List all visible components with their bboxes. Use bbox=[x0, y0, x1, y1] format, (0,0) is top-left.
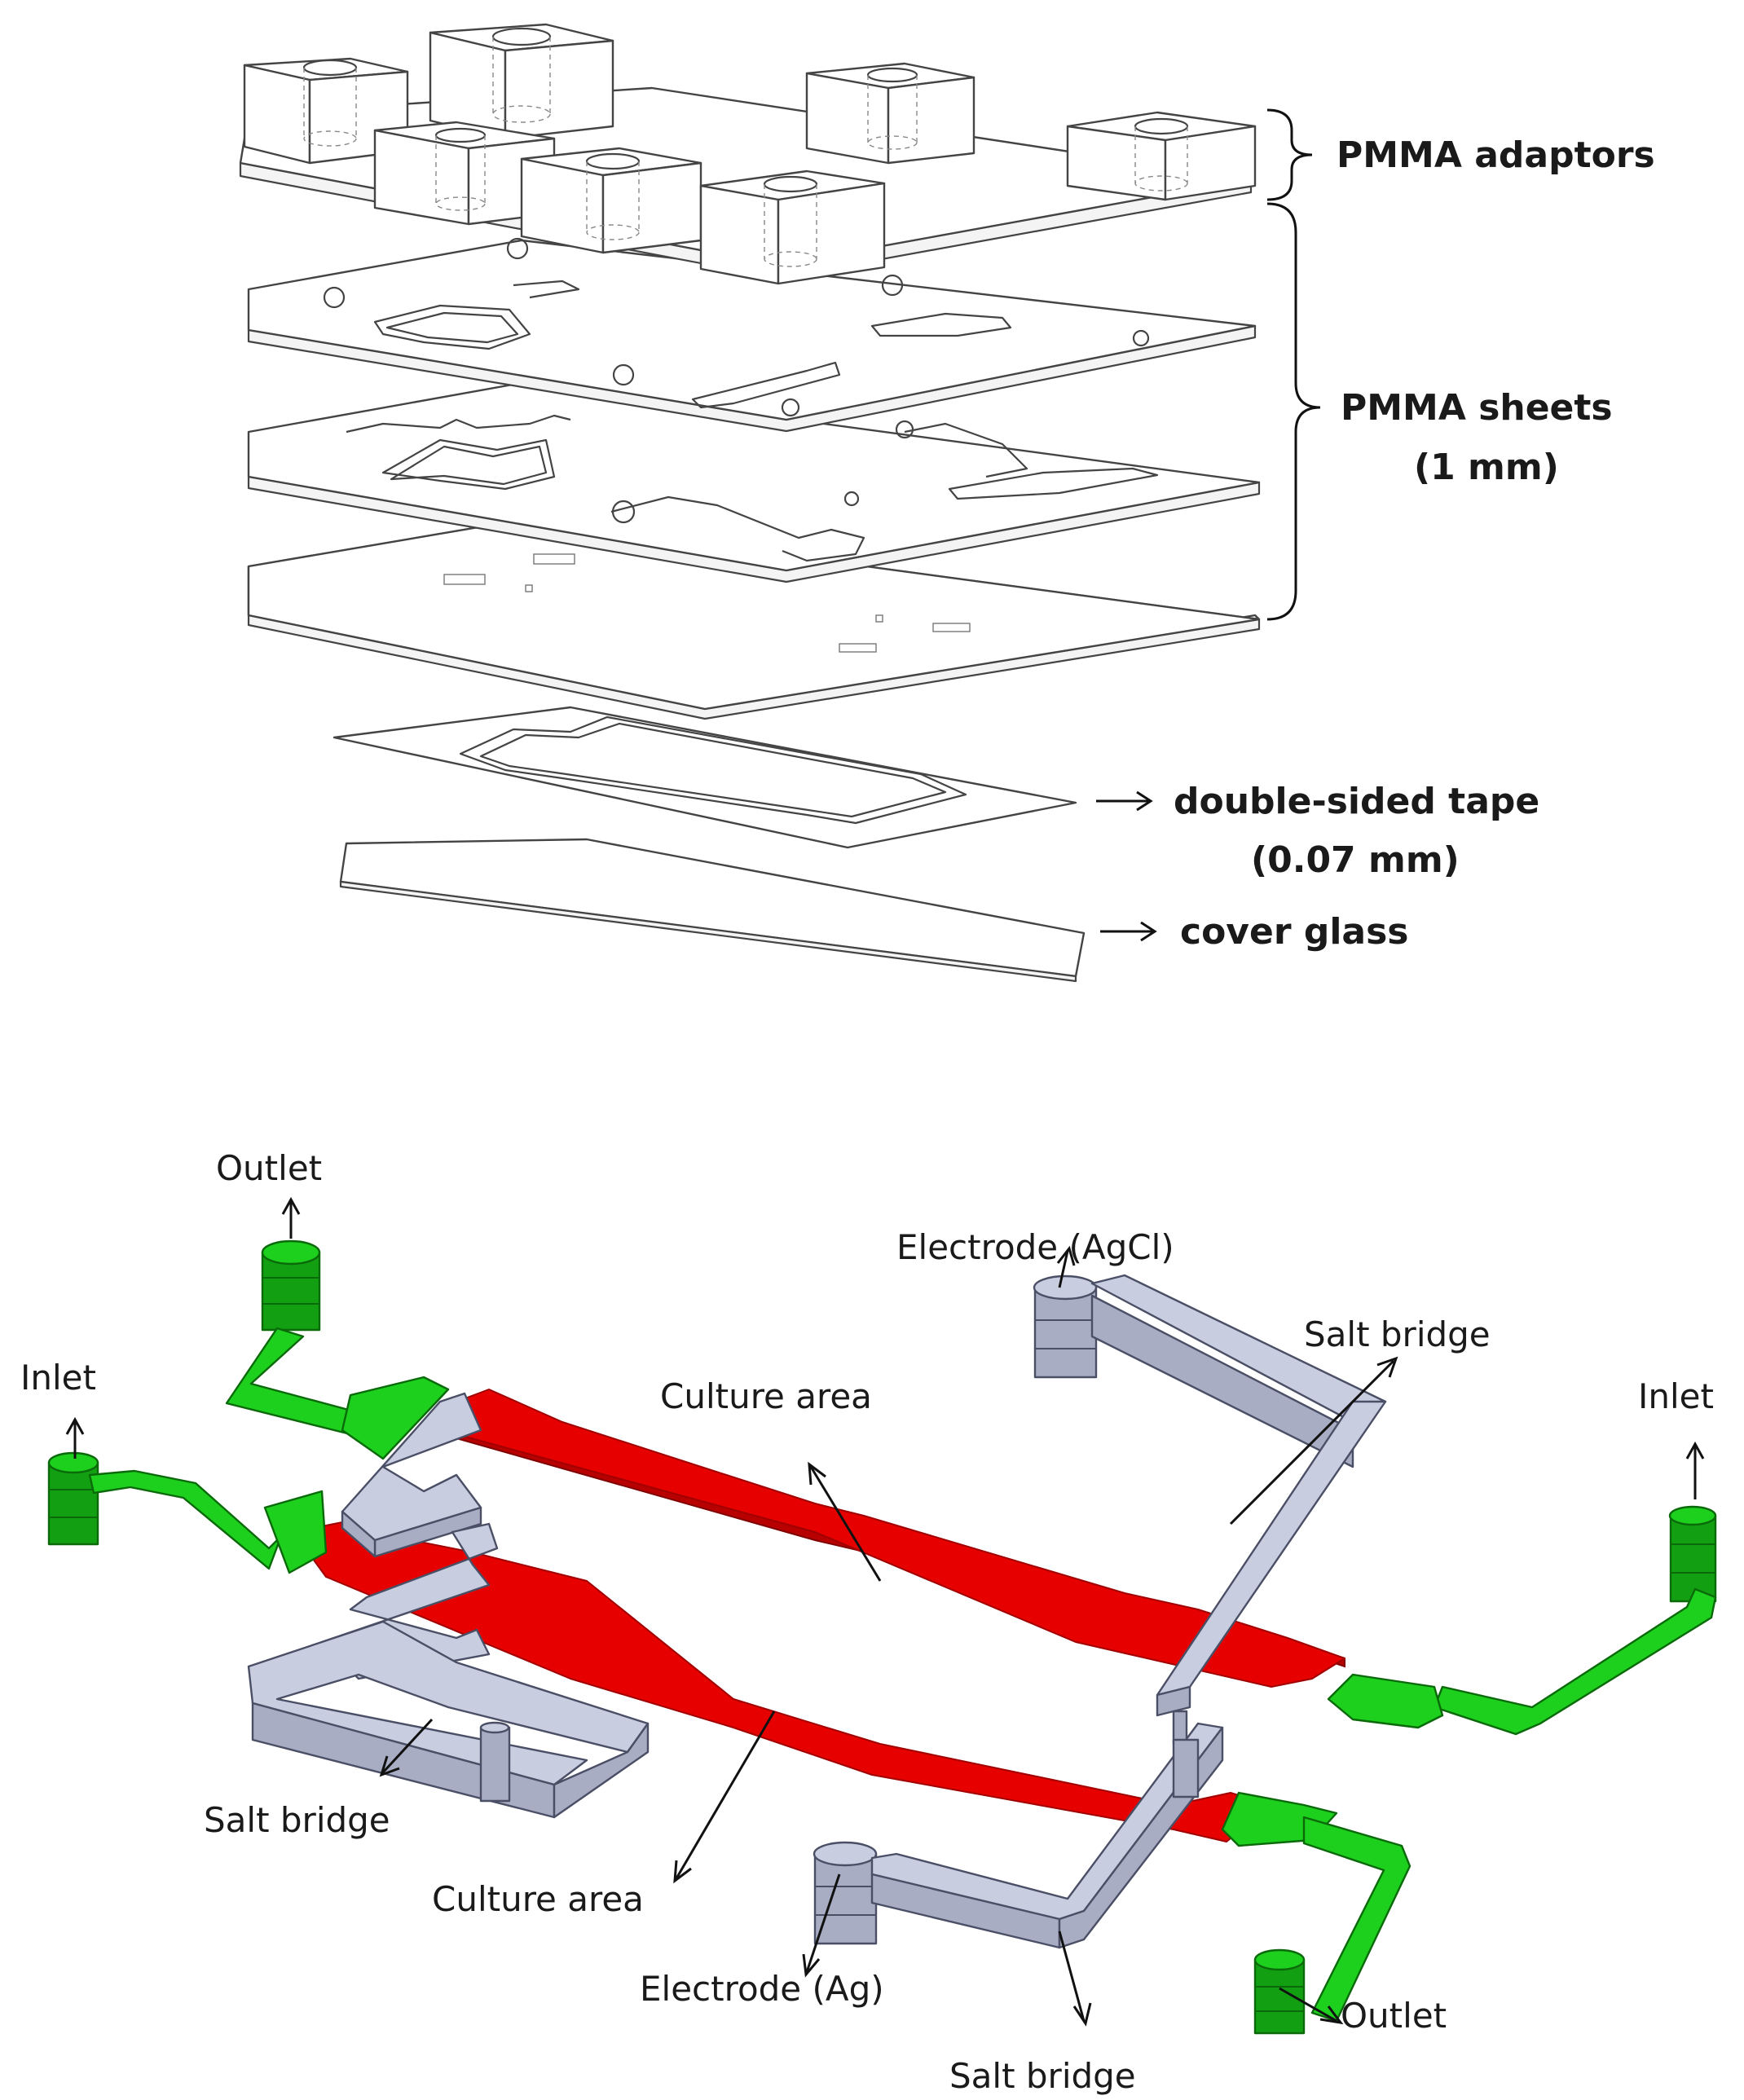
label-salt-bridge-bottom: Salt bridge bbox=[949, 2056, 1136, 2096]
exploded-view: PMMA adaptors PMMA sheets (1 mm) double-… bbox=[239, 23, 1655, 983]
label-inlet-right: Inlet bbox=[1638, 1376, 1714, 1416]
adaptor-cube-7 bbox=[1066, 111, 1257, 201]
label-outlet-top: Outlet bbox=[216, 1148, 322, 1188]
pmma-sheet-2 bbox=[247, 381, 1261, 583]
culture-channel-upper bbox=[456, 1389, 1345, 1688]
label-electrode-ag: Electrode (Ag) bbox=[640, 1969, 884, 2009]
cover-glass-layer bbox=[339, 838, 1086, 983]
annotation-arrows bbox=[65, 1196, 1705, 2027]
adaptor-cube-5 bbox=[699, 169, 886, 285]
pmma-adaptor-cubes bbox=[243, 23, 1257, 285]
green-channel-right bbox=[1327, 1505, 1717, 1736]
label-cover-glass: cover glass bbox=[1180, 911, 1409, 953]
label-culture-area-top: Culture area bbox=[660, 1376, 872, 1416]
pmma-sheet-1 bbox=[247, 237, 1257, 433]
adaptor-cube-6 bbox=[805, 62, 975, 165]
double-sided-tape-layer bbox=[333, 706, 1077, 849]
channel-model: Outlet Inlet Culture area Electrode (AgC… bbox=[20, 1148, 1717, 2096]
adaptor-cube-2 bbox=[429, 23, 614, 140]
label-pmma-sheets-thickness: (1 mm) bbox=[1414, 447, 1559, 488]
tape-arrow bbox=[1096, 790, 1153, 812]
adaptor-brace bbox=[1266, 108, 1313, 201]
label-double-sided-tape: double-sided tape bbox=[1174, 781, 1539, 822]
green-channel-left bbox=[47, 1451, 328, 1574]
cover-glass-arrow bbox=[1100, 921, 1157, 942]
sheets-brace bbox=[1266, 202, 1321, 621]
label-salt-bridge-left: Salt bridge bbox=[204, 1800, 390, 1840]
label-pmma-adaptors: PMMA adaptors bbox=[1337, 134, 1655, 176]
adaptor-cube-4 bbox=[520, 147, 702, 254]
salt-bridge-upper-right bbox=[1033, 1274, 1387, 1746]
label-salt-bridge-right: Salt bridge bbox=[1304, 1314, 1491, 1354]
salt-bridge-lower-right bbox=[813, 1722, 1224, 1949]
label-culture-area-bottom: Culture area bbox=[432, 1879, 644, 1919]
label-electrode-agcl: Electrode (AgCl) bbox=[896, 1227, 1174, 1267]
salt-bridge-upper-left bbox=[341, 1392, 482, 1558]
label-pmma-sheets: PMMA sheets bbox=[1341, 387, 1613, 429]
label-inlet-left: Inlet bbox=[20, 1358, 96, 1398]
label-outlet-bottom: Outlet bbox=[1341, 1996, 1447, 2036]
salt-bridge-lower-left bbox=[247, 1522, 650, 1819]
culture-channel-lower bbox=[293, 1521, 1272, 1842]
label-tape-thickness: (0.07 mm) bbox=[1251, 839, 1460, 881]
green-channel-top-left bbox=[225, 1239, 450, 1460]
